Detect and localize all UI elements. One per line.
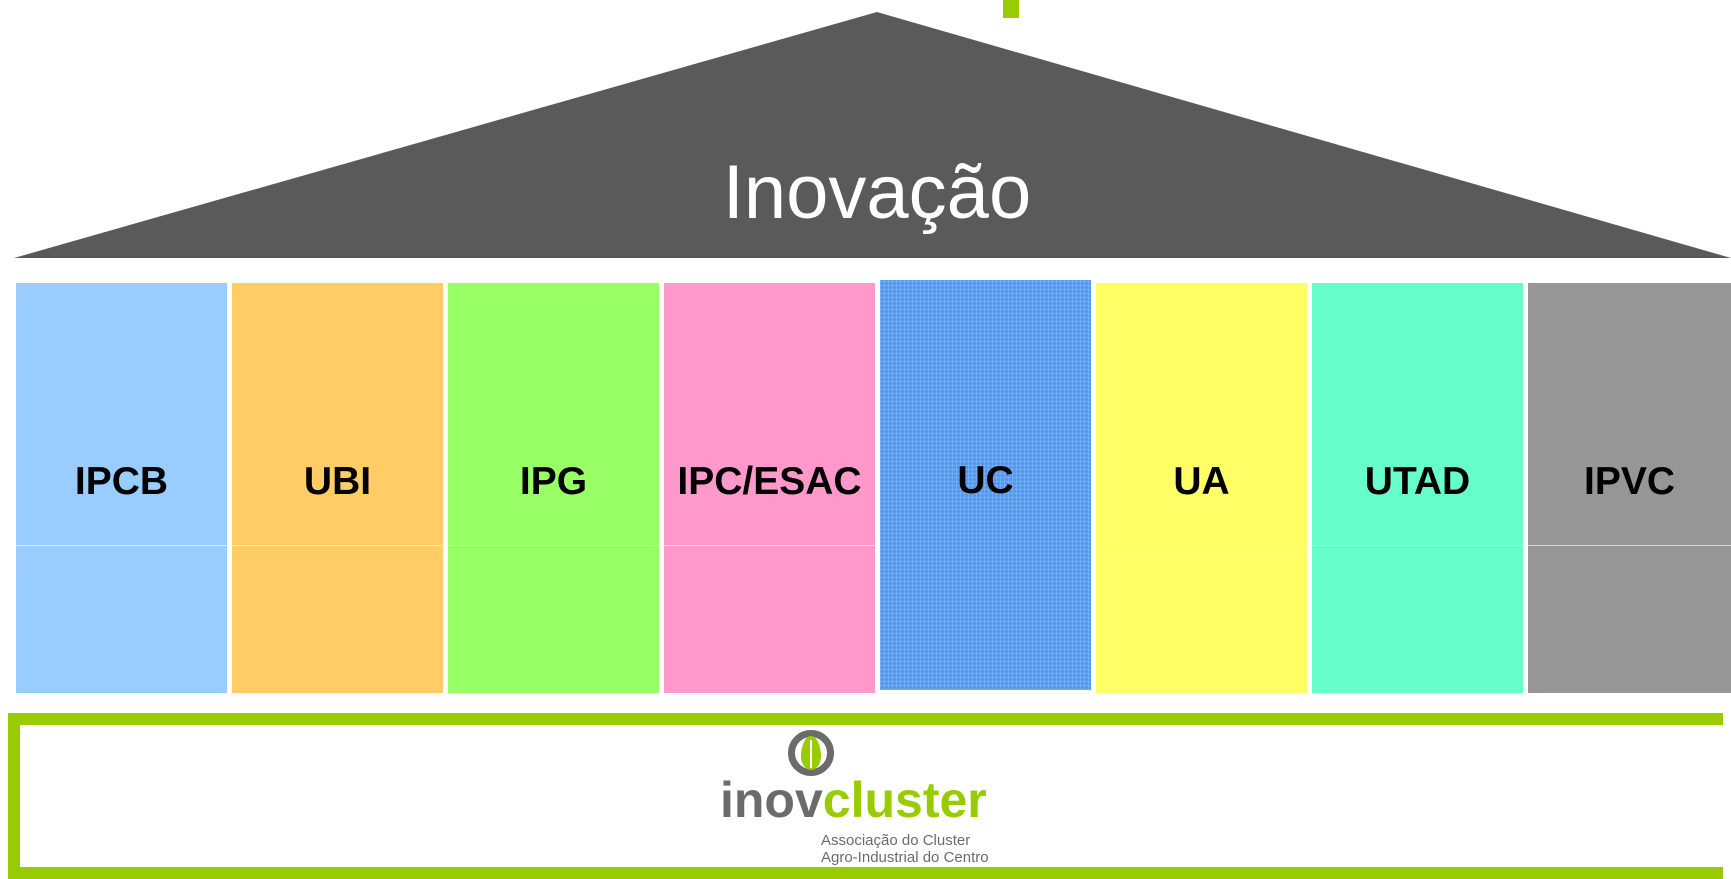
pillar-divider	[1096, 545, 1307, 546]
pillar-label: IPCB	[74, 460, 169, 503]
pillar-ipg: IPG	[448, 283, 659, 693]
pillar-divider	[1528, 545, 1731, 546]
roof	[14, 12, 1731, 258]
pillar-label: UA	[1173, 460, 1230, 503]
pillar-ipvc: IPVC	[1528, 283, 1731, 693]
pillar-ipcb: IPCB	[16, 283, 227, 693]
pillar-divider	[1312, 545, 1523, 546]
accent-bar	[1003, 0, 1019, 18]
logo-subtitle-line1: Associação do Cluster	[821, 832, 971, 849]
pillar-ipc-esac: IPC/ESAC	[664, 283, 875, 693]
logo-ring-icon	[788, 730, 834, 776]
pillar-label: IPC/ESAC	[677, 460, 862, 503]
pillar-label: IPVC	[1583, 460, 1676, 503]
logo-subtitle-line2: Agro-Industrial do Centro	[821, 849, 989, 866]
pillar-ua: UA	[1096, 283, 1307, 693]
leaf-vein	[810, 740, 812, 768]
roof-title: Inovação	[722, 150, 1032, 235]
pillar-divider	[448, 545, 659, 546]
pillars: IPCB UBI IPG IPC/ESAC UC UA UTAD IPVC	[16, 280, 1731, 693]
pillar-utad: UTAD	[1312, 283, 1523, 693]
pillar-label: UC	[957, 459, 1014, 502]
pillar-divider	[664, 545, 875, 546]
logo-word-part1: inov	[720, 772, 823, 828]
logo-subtitle: Associação do Cluster Agro-Industrial do…	[821, 832, 989, 866]
logo-word-part2: cluster	[822, 772, 987, 828]
inovcluster-logo: inovcluster Associação do Cluster Agro-I…	[712, 726, 1032, 876]
pillar-divider	[16, 545, 227, 546]
pillar-divider	[232, 545, 443, 546]
foundation	[8, 713, 1723, 879]
pillar-ubi: UBI	[232, 283, 443, 693]
pillar-label: UBI	[303, 460, 372, 503]
pillar-uc: UC	[880, 280, 1091, 690]
pillar-label: IPG	[519, 460, 588, 503]
logo-wordmark: inovcluster	[720, 770, 987, 830]
roof-triangle	[14, 12, 1731, 258]
pillar-label: UTAD	[1364, 460, 1471, 503]
